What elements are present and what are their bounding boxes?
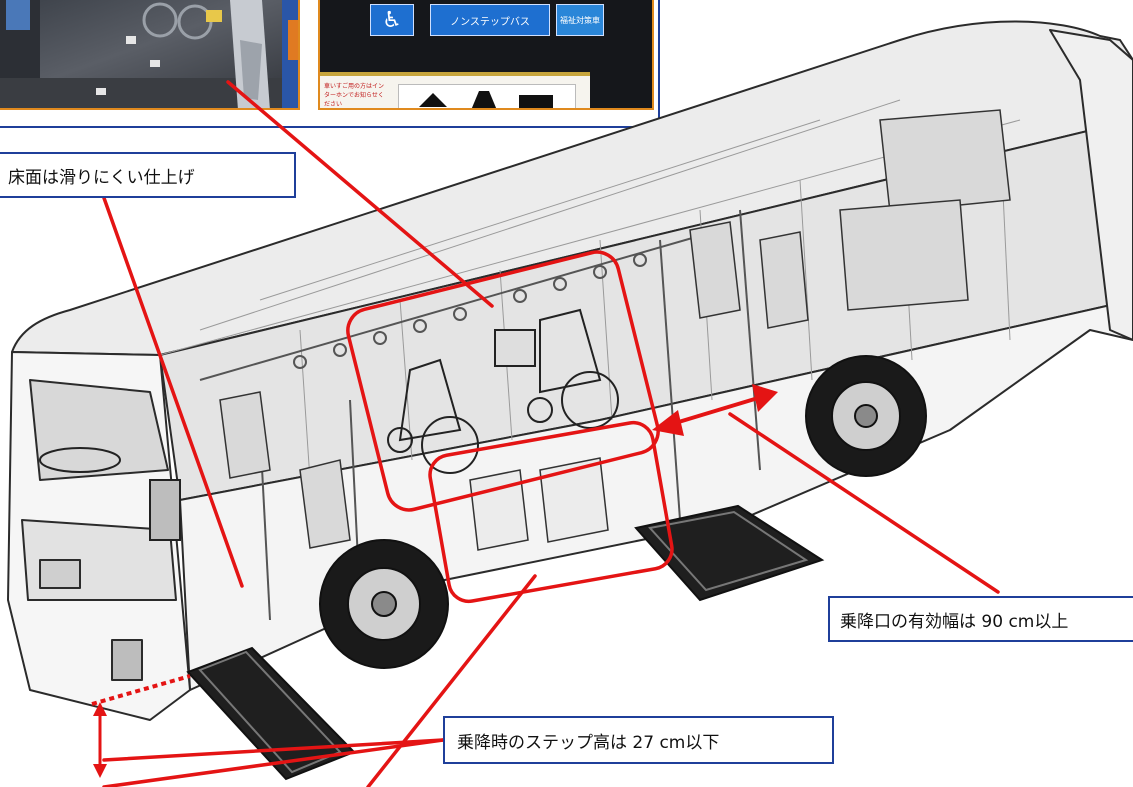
priority-seat-highlight — [428, 420, 674, 604]
entrance-arrow-icon — [419, 91, 553, 108]
photo-wheelchair-space-drawing — [0, 0, 298, 108]
annotation-lines — [102, 80, 1000, 787]
wheelchair-symbol-icon: ♿ — [370, 4, 414, 36]
step-height-indicator — [91, 674, 191, 778]
wheels — [319, 355, 927, 669]
callout-step-height: 乗降時のステップ高は 27 cm以下 — [443, 716, 834, 764]
sign-notice-text: 車いすご用の方はインターホンでお知らせください — [324, 83, 385, 108]
photo-entrance-stickers: ♿ ノンステップバス 福祉対策車 車いすご用の方はインターホンでお知らせください — [318, 0, 654, 110]
driver-cockpit — [39, 447, 181, 541]
nonstep-bus-sticker: ノンステップバス — [430, 4, 550, 36]
sign-panel — [398, 84, 576, 108]
door-width-arrow — [652, 384, 778, 436]
barrier-free-sticker: 福祉対策車 — [556, 4, 604, 36]
callout-floor-finish: 床面は滑りにくい仕上げ — [0, 152, 296, 198]
callout-door-width: 乗降口の有効幅は 90 cm以上 — [828, 596, 1133, 642]
wheelchairs — [387, 308, 619, 474]
interior-seats — [219, 109, 1011, 551]
photo-wheelchair-space — [0, 0, 300, 110]
wheelchair-space-highlight — [346, 250, 660, 512]
entrance-sign: 車いすご用の方はインターホンでお知らせください — [320, 72, 590, 108]
